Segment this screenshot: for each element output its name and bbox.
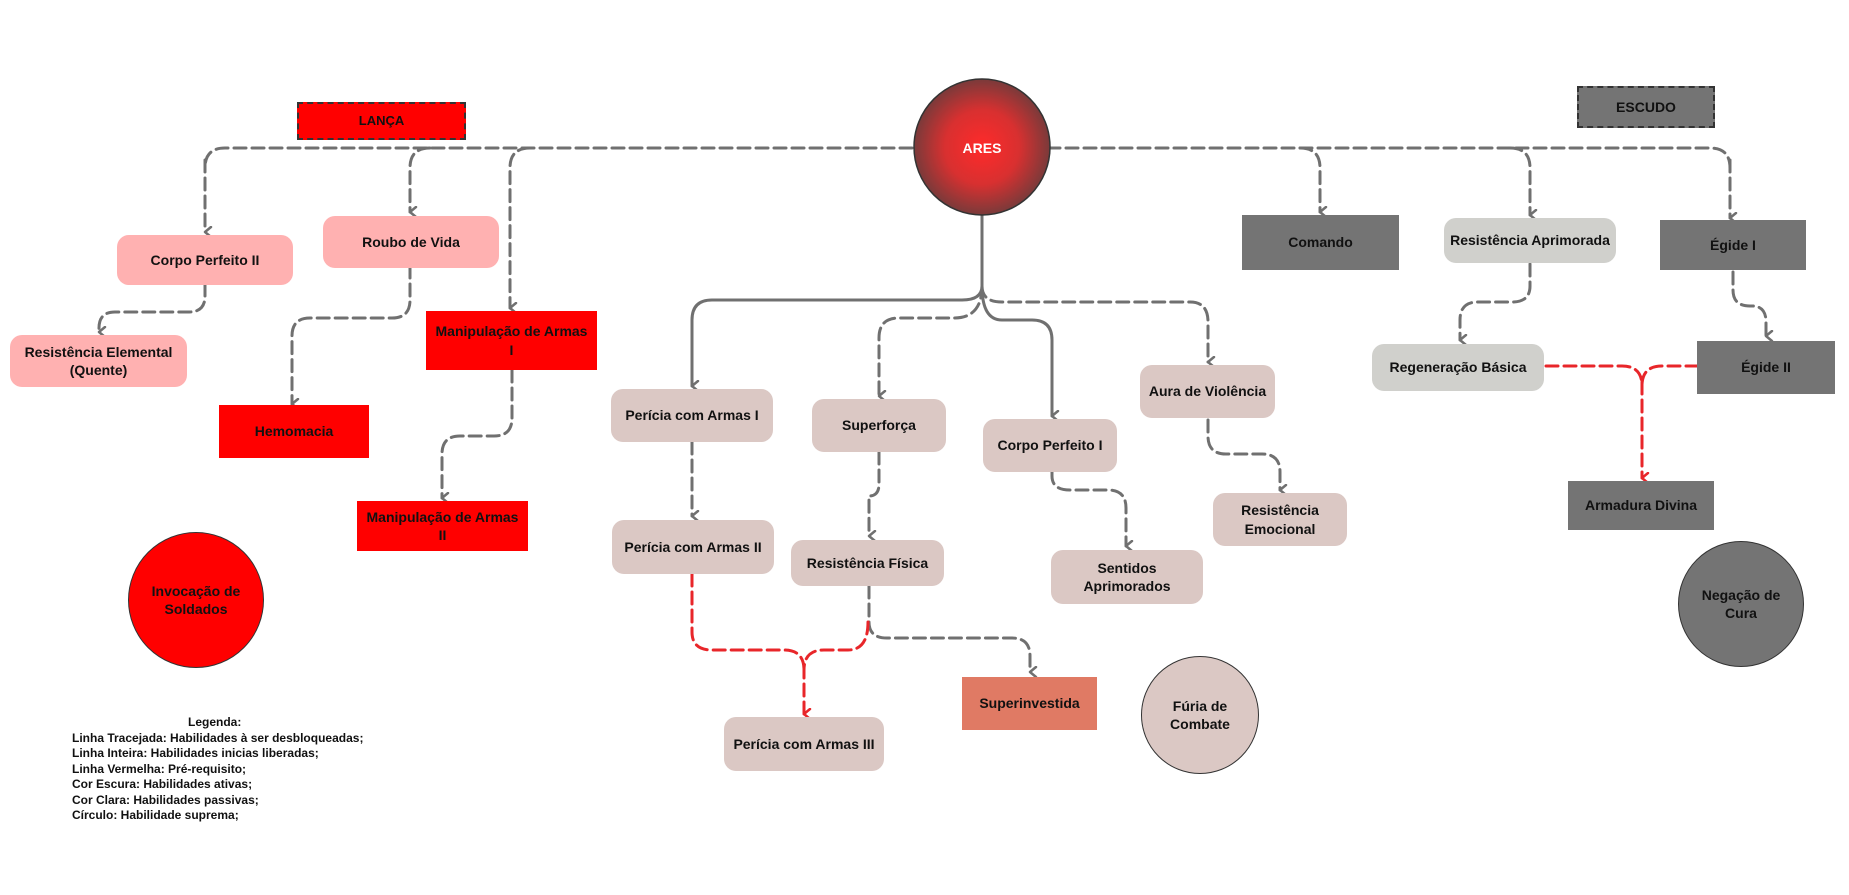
legend-title: Legenda: [188, 715, 242, 729]
invocacao-soldados-node[interactable]: Invocação de Soldados [128, 532, 264, 668]
superforca-node[interactable]: Superforça [812, 399, 946, 452]
armadura-divina-node[interactable]: Armadura Divina [1568, 481, 1714, 530]
prereq-egide2-to-merge [1640, 364, 1700, 388]
roubo-de-vida-node[interactable]: Roubo de Vida [323, 216, 499, 268]
legend-item: Linha Inteira: Habilidades inicias liber… [72, 746, 319, 760]
prereq-pericia2-to-merge [690, 572, 806, 672]
legend-item: Linha Tracejada: Habilidades à ser desbl… [72, 730, 364, 745]
resistencia-aprimorada-node[interactable]: Resistência Aprimorada [1444, 218, 1616, 263]
connector-ares-to-left [203, 146, 914, 170]
connector-to-manipulacao-1 [508, 146, 532, 308]
aura-violencia-node[interactable]: Aura de Violência [1140, 365, 1275, 418]
regeneracao-basica-node[interactable]: Regeneração Básica [1372, 344, 1544, 391]
prereq-res-fisica-to-merge [802, 620, 870, 672]
connector-corpo1-to-sentidos [1050, 470, 1126, 546]
sentidos-aprimorados-node[interactable]: Sentidos Aprimorados [1051, 550, 1203, 604]
connector-aura-to-res-emocional [1206, 418, 1280, 490]
connector-ares-to-right [1046, 146, 1732, 170]
legend-item: Linha Vermelha: Pré-requisito; [72, 761, 247, 776]
ares-node[interactable]: ARES [962, 139, 1002, 156]
legend-item: Cor Clara: Habilidades passivas; [72, 792, 259, 807]
connector-res-aprimorada-to-regeneracao [1458, 262, 1532, 340]
lanca-branch-tag[interactable]: LANÇA [297, 102, 466, 140]
connector-roubo-to-hemomacia [290, 264, 412, 404]
connector-to-roubo-de-vida [408, 146, 432, 212]
egide-2-node[interactable]: Égide II [1697, 341, 1835, 394]
connector-ares-to-corpo1 [980, 284, 1052, 416]
negacao-cura-node[interactable]: Negação de Cura [1678, 541, 1804, 667]
pericia-armas-2-node[interactable]: Perícia com Armas II [612, 520, 774, 574]
connector-to-resistencia-aprimorada [1508, 146, 1530, 215]
superinvestida-node[interactable]: Superinvestida [962, 677, 1097, 730]
connector-ares-to-superforca [877, 284, 984, 396]
furia-combate-node[interactable]: Fúria de Combate [1141, 656, 1259, 774]
connector-to-comando [1298, 146, 1320, 212]
connector-manip1-to-manip2 [440, 368, 514, 498]
egide-1-node[interactable]: Égide I [1660, 220, 1806, 270]
resistencia-emocional-node[interactable]: Resistência Emocional [1213, 493, 1347, 546]
legend-item: Círculo: Habilidade suprema; [72, 808, 239, 822]
connector-superforca-to-res-fisica [867, 450, 881, 536]
escudo-branch-tag[interactable]: ESCUDO [1577, 86, 1715, 128]
ares-hub-circle [913, 78, 1051, 216]
legend: Legenda: Linha Tracejada: Habilidades à … [72, 715, 363, 824]
connector-res-fisica-to-superinvestida [867, 584, 1030, 672]
corpo-perfeito-2-node[interactable]: Corpo Perfeito II [117, 235, 293, 285]
pericia-armas-3-node[interactable]: Perícia com Armas III [724, 717, 884, 771]
resistencia-elemental-node[interactable]: Resistência Elemental (Quente) [10, 335, 187, 387]
legend-item: Cor Escura: Habilidades ativas; [72, 777, 253, 791]
hemomacia-node[interactable]: Hemomacia [219, 405, 369, 458]
connector-ares-to-aura [980, 284, 1208, 362]
connector-egide1-to-egide2 [1731, 270, 1766, 336]
connector-cp2-to-res-elemental [97, 282, 207, 332]
pericia-armas-1-node[interactable]: Perícia com Armas I [611, 389, 773, 442]
prereq-regeneracao-to-merge [1544, 364, 1644, 388]
manipulacao-armas-2-node[interactable]: Manipulação de Armas II [357, 501, 528, 551]
resistencia-fisica-node[interactable]: Resistência Física [791, 540, 944, 586]
manipulacao-armas-1-node[interactable]: Manipulação de Armas I [426, 311, 597, 370]
connector-ares-to-pericia1 [690, 284, 984, 386]
comando-node[interactable]: Comando [1242, 215, 1399, 270]
corpo-perfeito-1-node[interactable]: Corpo Perfeito I [983, 419, 1117, 472]
